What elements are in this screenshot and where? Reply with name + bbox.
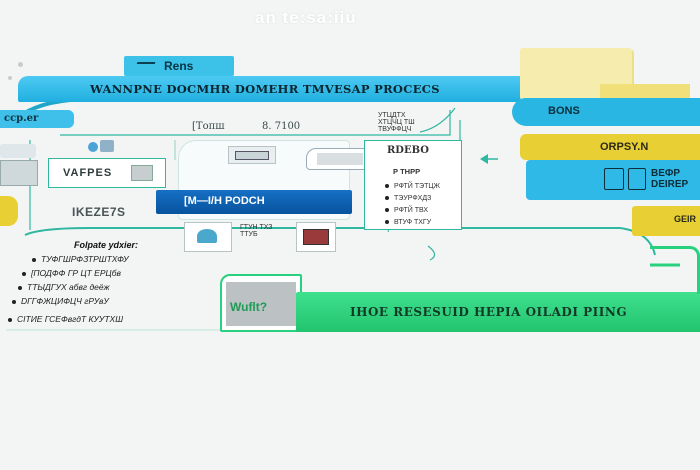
mid-labels: УТЦДТХ ХТЦЧЦ ТШ ТВУФФЦЧ: [378, 112, 415, 133]
document-icon: [604, 168, 624, 190]
tag-rens[interactable]: Rens: [124, 56, 234, 76]
page-title: an te:sa:iiu: [255, 8, 357, 27]
yellow-tab: [0, 196, 18, 226]
green-bar[interactable]: IHOE RESESUID HEPIA OILADI PIING: [296, 292, 700, 332]
arrow-icon: [134, 62, 156, 70]
left-code: IKEZE7S: [72, 205, 126, 219]
calculator-icon: [0, 160, 38, 186]
left-tab[interactable]: сср.er: [0, 110, 74, 128]
image-icon: [131, 165, 153, 181]
thumb-monitor: [228, 146, 276, 164]
green-bracket: [650, 246, 700, 294]
figure-right: 8. 7100: [262, 121, 301, 132]
note-item: CIТИЕ ГСЕФвгдТ КУУТХШ: [8, 314, 123, 324]
left-box: VAFPES: [48, 158, 166, 188]
figure-left: [Топш: [192, 121, 225, 132]
stack-card-bons[interactable]: BONS: [512, 98, 700, 126]
stack-card-orpsn[interactable]: ORPSY.N: [520, 134, 700, 160]
bottom-card: Wuflt?: [220, 274, 302, 332]
note-item: [ПОДФФ ГР ЦТ ЕРЦбв: [22, 268, 121, 278]
below-labels: ГТУН ТХЗ ТТУБ: [240, 224, 273, 238]
pouch-bar[interactable]: [M—I/H PODCH: [156, 190, 352, 214]
dot-icon: [8, 76, 12, 80]
dot-icon: [18, 62, 23, 67]
thumb-device: [296, 222, 336, 252]
process-banner: WANNPNE DOCMHR DOMEHR TMVESAP PROCECS: [18, 76, 523, 102]
gear-people-icon: [84, 138, 120, 156]
stack-card-edge[interactable]: GEIR: [632, 206, 700, 236]
notes-title: Folpate ydxier:: [74, 240, 139, 250]
thumb-tray: [306, 148, 374, 170]
right-box-list: РФТЙ ТЭТЦЖ ТЭУРФХДЗ РФТЙ ТВХ ВТУФ ТХГУ: [385, 181, 440, 229]
note-item: TТЫДГУХ абвг деёж: [18, 282, 110, 292]
stack-card-dered[interactable]: BEФР DEIREР: [526, 160, 700, 200]
note-item: ТУФГШРФЗТРШТХФУ: [32, 254, 129, 264]
note-item: DГГФЖЦИФЦЧ гРУвУ: [12, 296, 109, 306]
clipboard-icon: [628, 168, 646, 190]
right-box: RDEBO Р ТНРР РФТЙ ТЭТЦЖ ТЭУРФХДЗ РФТЙ ТВ…: [364, 140, 462, 230]
thumb-gears: [184, 222, 232, 252]
device-icon: [0, 144, 36, 158]
